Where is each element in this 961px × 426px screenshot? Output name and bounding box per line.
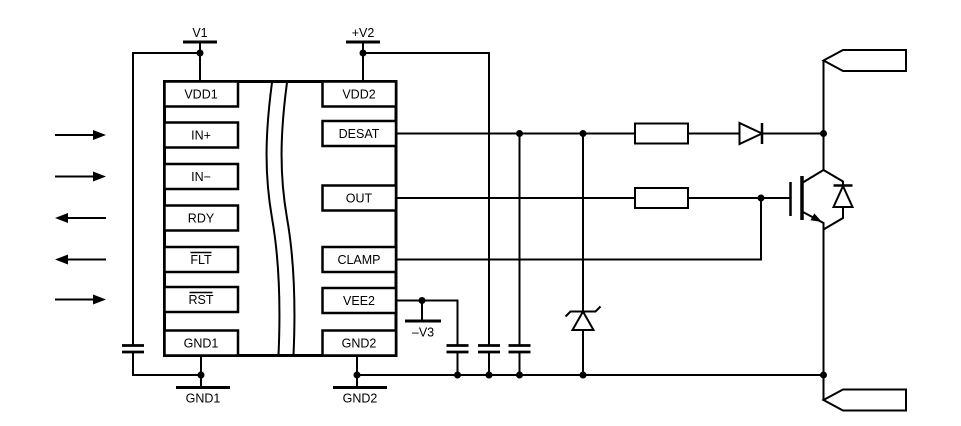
zener-anode-triangle: [570, 309, 596, 331]
net-desat: [396, 132, 824, 375]
bus-terminal-bottom: [821, 388, 907, 412]
freewheel-diode: [831, 183, 855, 208]
pin-box-gnd2: [321, 329, 398, 357]
arrow-head-left-icon: [55, 213, 68, 223]
pin-label-out: OUT: [346, 192, 373, 206]
junction-dot: [485, 371, 493, 379]
net-v1: [132, 42, 201, 376]
junction-dot: [579, 130, 587, 137]
junction-dot: [197, 371, 205, 379]
pin-box-vee2: [321, 286, 398, 315]
pin-box-desat: [321, 119, 398, 148]
supply-v1: V1: [183, 26, 217, 44]
isolation-barrier-line-1: [265, 82, 281, 356]
pin-box-out: [321, 184, 398, 212]
gnd2-label: GND2: [343, 392, 378, 406]
net-collector: [801, 60, 844, 186]
igbt-emitter-arrow-icon: [810, 213, 822, 222]
pin-box-vdd2: [321, 80, 398, 108]
net-emitter: [801, 207, 844, 400]
gnd1-label: GND1: [186, 392, 221, 406]
pin-label-in-minus: IN−: [191, 170, 211, 184]
decoupling-capacitor-v1-gnd1: [122, 344, 144, 354]
pin-label-gnd1: GND1: [184, 337, 219, 351]
pin-box-rdy: [163, 204, 240, 232]
ground-symbol-gnd1: GND1: [176, 386, 230, 406]
freewheel-diode-anode-triangle: [831, 183, 855, 208]
junction-dot: [516, 130, 523, 137]
supply-v1-label: V1: [192, 26, 207, 40]
pin-label-in-plus: IN+: [191, 129, 211, 143]
pin-label-gnd2: GND2: [342, 337, 377, 351]
junction-dots: [196, 49, 827, 379]
pin-label-desat: DESAT: [339, 127, 380, 141]
zener-diode: [564, 305, 602, 331]
pin-box-clamp: [321, 245, 398, 274]
net-v2: [362, 42, 490, 375]
junction-dot: [820, 130, 827, 137]
supply-v2-label: +V2: [352, 26, 375, 40]
pin-label-clamp: CLAMP: [337, 253, 380, 267]
junction-dot: [454, 371, 461, 379]
isolation-barrier-line-2: [280, 82, 296, 356]
desat-resistor: [634, 122, 689, 145]
input-arrow-in-minus: [55, 171, 106, 182]
supply-v2: +V2: [346, 26, 380, 44]
pin-label-vdd1: VDD1: [184, 88, 217, 102]
output-arrow-flt: [55, 254, 106, 265]
bus-terminal-top: [821, 49, 907, 72]
input-arrow-rst: [55, 294, 106, 305]
net-gnd2: [356, 355, 824, 386]
junction-dot: [820, 371, 827, 379]
pin-box-in-minus: [163, 162, 240, 191]
ground-symbol-gnd2: GND2: [333, 386, 387, 406]
supply-v3-label: –V3: [412, 326, 434, 340]
igbt: [789, 176, 822, 222]
gate-resistor: [634, 187, 689, 209]
pin-box-gnd1: [163, 329, 240, 357]
junction-dot: [196, 49, 204, 57]
junction-dot: [757, 194, 765, 202]
junction-dot: [516, 371, 523, 379]
pin-label-flt: FLT: [190, 253, 212, 267]
input-arrow-in-plus: [55, 130, 106, 140]
pin-label-rdy: RDY: [188, 212, 215, 226]
arrow-head-right-icon: [93, 294, 106, 305]
arrow-head-left-icon: [55, 254, 68, 265]
pin-box-in-plus: [163, 121, 240, 149]
desat-diode: [738, 121, 765, 146]
pin-box-rst: [163, 285, 240, 314]
junction-dot: [579, 371, 587, 379]
pin-label-vdd2: VDD2: [342, 88, 375, 102]
pin-label-rst: RST: [189, 293, 214, 307]
arrow-head-right-icon: [93, 130, 106, 140]
decoupling-capacitor-vdd2-gnd2: [478, 344, 500, 354]
arrow-head-right-icon: [93, 171, 106, 182]
supply-v3: –V3: [405, 319, 441, 340]
desat-diode-anode-triangle: [738, 121, 765, 146]
decoupling-capacitor-vee2-gnd2: [446, 344, 469, 354]
pin-box-vdd1: [163, 80, 240, 108]
output-arrow-rdy: [55, 213, 106, 223]
pin-label-vee2: VEE2: [343, 294, 375, 308]
desat-blanking-capacitor: [508, 344, 531, 354]
junction-dot: [418, 297, 426, 304]
pin-box-flt: [163, 245, 240, 274]
junction-dot: [353, 371, 361, 379]
junction-dot: [359, 49, 367, 57]
net-clamp: [396, 198, 762, 261]
